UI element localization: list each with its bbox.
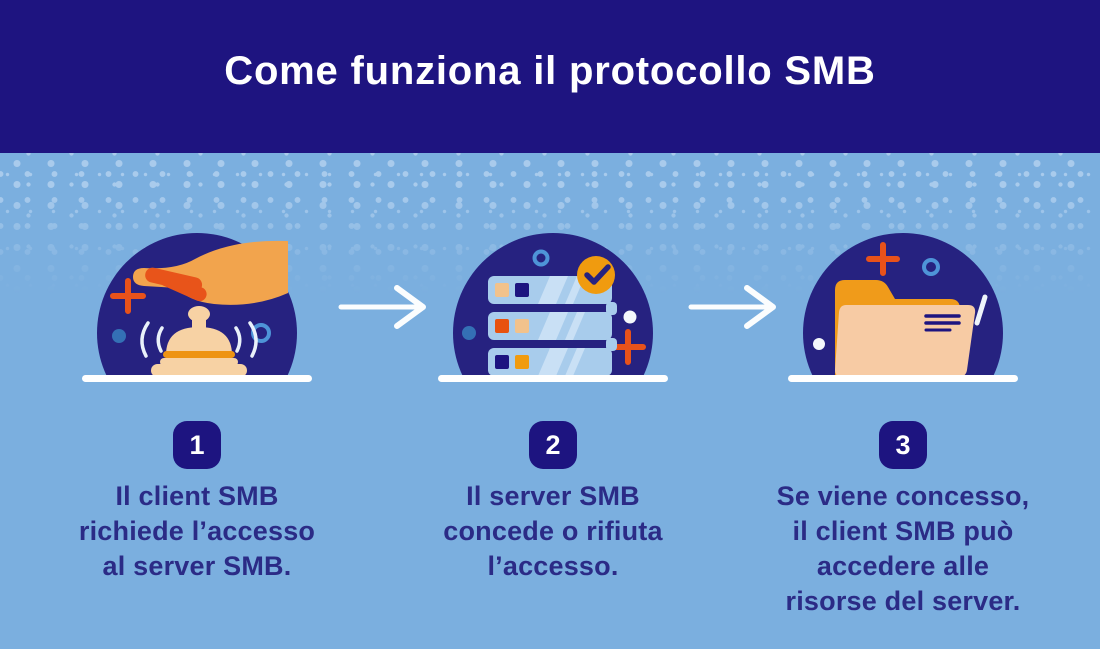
arrow-right-icon <box>338 285 426 329</box>
step2-number: 2 <box>545 429 561 460</box>
open-folder-icon <box>835 280 976 379</box>
step2-number-badge: 2 <box>529 421 577 469</box>
page-title: Come funziona il protocollo SMB <box>224 49 876 93</box>
bell-hand-icon <box>82 233 312 382</box>
server-stack-icon <box>488 276 617 376</box>
table-line <box>438 375 668 382</box>
white-dot-decoration <box>813 338 825 350</box>
step3-caption: Se viene concesso, il client SMB può acc… <box>776 481 1030 616</box>
slash-decoration <box>974 294 988 326</box>
hand-icon <box>133 240 288 305</box>
folder-icon <box>788 233 1018 382</box>
step1-caption: Il client SMB richiede l’accesso al serv… <box>78 481 316 581</box>
ring-decoration <box>532 249 550 267</box>
arrow-right-icon <box>688 285 776 329</box>
plus-icon <box>866 242 900 276</box>
white-dot-decoration <box>623 310 637 324</box>
step3-number-badge: 3 <box>879 421 927 469</box>
dot-decoration <box>462 326 476 340</box>
step2-illustration <box>438 233 668 391</box>
dot-decoration <box>112 329 126 343</box>
step2-caption: Il server SMB concede o rifiuta l’access… <box>443 481 663 581</box>
bell-vibration-lines <box>140 321 258 358</box>
step3-number: 3 <box>895 429 911 460</box>
step1-illustration <box>82 233 312 391</box>
plus-icon <box>110 278 146 314</box>
check-badge-icon <box>577 256 615 294</box>
table-line <box>82 375 312 382</box>
ring-decoration <box>251 323 271 343</box>
server-check-icon <box>438 233 668 382</box>
ring-decoration <box>922 258 940 276</box>
table-line <box>788 375 1018 382</box>
title-banner: Come funziona il protocollo SMB <box>0 0 1100 153</box>
service-bell-icon <box>151 306 247 377</box>
plus-icon <box>610 329 646 365</box>
step1-number: 1 <box>189 429 205 460</box>
step1-number-badge: 1 <box>173 421 221 469</box>
step3-illustration <box>788 233 1018 391</box>
document-lines <box>924 314 961 332</box>
